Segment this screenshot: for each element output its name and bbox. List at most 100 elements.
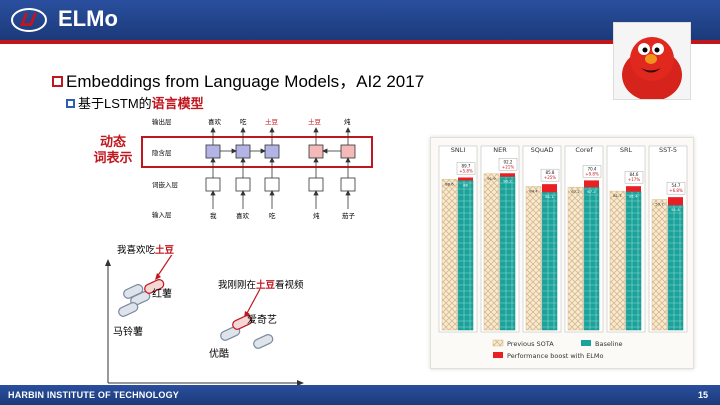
- input-word: 我: [210, 211, 217, 220]
- y-axis-arrow-icon: [105, 259, 111, 266]
- sota-value-label: 67.2: [571, 189, 580, 194]
- output-word: 炖: [344, 117, 351, 126]
- bar-baseline: [667, 204, 684, 331]
- word-malingshu: 马铃薯: [113, 327, 143, 338]
- bullet-main-text: Embeddings from Language Models，AI2 2017: [66, 72, 425, 91]
- hidden-cells: [205, 144, 356, 159]
- legend-label-elmo: Performance boost with ELMo: [507, 352, 604, 360]
- header-stripe: [0, 40, 720, 44]
- input-word: 茄子: [342, 211, 356, 220]
- annotation-box: [456, 162, 476, 175]
- sota-value-label: 53.7: [655, 202, 664, 207]
- row-label-input: 输入层: [152, 210, 172, 219]
- chart-category-label: SQuAD: [531, 146, 554, 154]
- elmo-portrait: [613, 22, 691, 101]
- sentence1-prefix: 我喜欢吃: [117, 245, 156, 256]
- row-label-output: 输出层: [152, 117, 172, 126]
- annotation-box: [498, 158, 518, 171]
- sota-value-label: 88.6: [445, 181, 454, 186]
- bullet-square-icon: [52, 76, 63, 87]
- sentence2-prefix: 我刚刚在: [218, 280, 257, 291]
- annotation-box: [582, 165, 602, 178]
- bar-elmo-boost: [542, 184, 557, 193]
- annotation-box: [540, 168, 560, 182]
- chart-category-label: SST-5: [659, 146, 677, 154]
- baseline-value-label: 81.4: [629, 194, 638, 199]
- row-label-embedding: 词嵌入层: [152, 181, 179, 189]
- annotation-value: 54.7: [672, 183, 681, 188]
- baseline-value-label: 88: [463, 182, 468, 187]
- word-aiqiyi: 爱奇艺: [247, 315, 277, 326]
- chart-category-label: NER: [493, 146, 507, 154]
- output-word: 喜欢: [208, 117, 222, 126]
- annotation-gain: +21%: [502, 164, 514, 169]
- annotation-box: [666, 181, 686, 195]
- bar-elmo-boost: [668, 197, 683, 206]
- institute-name: HARBIN INSTITUTE OF TECHNOLOGY: [8, 390, 179, 400]
- annotation-gain: +17%: [628, 177, 640, 182]
- bullet-sub: 基于LSTM的语言模型: [66, 93, 204, 112]
- annotation-box: [624, 170, 644, 184]
- slide-title: ELMo: [58, 6, 118, 31]
- bar-previous-sota: [441, 179, 458, 331]
- bullet-main: Embeddings from Language Models，AI2 2017: [52, 67, 424, 92]
- annotation-gain: +25%: [544, 175, 556, 180]
- arrow-to-food-cluster: [156, 255, 173, 278]
- video-cluster-icon: [220, 315, 274, 349]
- annotation-gain: +9.8%: [585, 171, 599, 176]
- sentence2-suffix: 看视频: [275, 280, 304, 291]
- annotation-gain: +5.8%: [459, 169, 473, 174]
- sota-value-label: 81.7: [613, 193, 622, 198]
- bar-elmo-boost: [584, 180, 599, 188]
- annotation-value: 84.6: [630, 172, 639, 177]
- bar-previous-sota: [483, 173, 500, 331]
- elmo-image-icon: [614, 23, 690, 101]
- bar-baseline: [499, 176, 516, 331]
- bar-baseline: [625, 191, 642, 331]
- dynamic-label-line2: 词表示: [93, 150, 133, 165]
- legend-swatch-elmo: [493, 352, 503, 358]
- embedding-cells: [205, 177, 356, 192]
- chart-category-label: SRL: [620, 146, 633, 154]
- food-cluster-icon: [118, 279, 165, 317]
- annotation-value: 85.8: [546, 170, 555, 175]
- lstm-diagram: 动态 词表示 输出层 隐含层 词嵌入层 输入层 喜欢 吃 土豆 土豆 炖: [90, 112, 380, 227]
- legend-swatch-sota: [492, 339, 504, 347]
- input-word: 吃: [269, 211, 276, 220]
- bar-baseline: [457, 180, 474, 331]
- example-sentence-2: 我刚刚在土豆看视频: [218, 277, 304, 291]
- bar-previous-sota: [609, 190, 626, 331]
- recurrent-arrows: [220, 148, 341, 154]
- sentence2-highlight: 土豆: [256, 280, 276, 291]
- chart-category-label: SNLI: [451, 146, 466, 154]
- annotation-gain: +6.8%: [669, 188, 683, 193]
- dynamic-label-line1: 动态: [99, 134, 126, 149]
- bar-baseline: [583, 186, 600, 331]
- bar-previous-sota: [651, 199, 668, 331]
- baseline-value-label: 51.4: [671, 207, 680, 212]
- example-sentence-1: 我喜欢吃土豆: [117, 242, 174, 256]
- row-label-hidden: 隐含层: [152, 148, 172, 157]
- chart-category-label: Coref: [575, 146, 593, 154]
- slide-header: ELMo: [0, 0, 720, 40]
- annotation-value: 89.7: [462, 164, 471, 169]
- page-number: 15: [697, 390, 708, 400]
- x-axis-arrow-icon: [297, 380, 304, 385]
- bar-baseline: [541, 191, 558, 331]
- sentence1-highlight: 土豆: [155, 245, 175, 256]
- sub-bullet-square-icon: [66, 99, 75, 108]
- lstm-diagram-svg: 输出层 隐含层 词嵌入层 输入层 喜欢 吃 土豆 土豆 炖: [141, 117, 373, 220]
- slide-footer: HARBIN INSTITUTE OF TECHNOLOGY 15: [0, 385, 720, 405]
- hit-logo-icon: [11, 8, 47, 32]
- output-word: 土豆: [265, 117, 279, 126]
- bar-previous-sota: [567, 186, 584, 331]
- bar-elmo-boost: [500, 173, 515, 177]
- output-word: 吃: [240, 117, 247, 126]
- bar-elmo-boost: [626, 186, 641, 192]
- word-youku: 优酷: [209, 349, 229, 360]
- dynamic-representation-label: 动态 词表示: [90, 134, 136, 166]
- bullet-sub-prefix: 基于LSTM的: [78, 96, 152, 111]
- legend-label-baseline: Baseline: [595, 340, 623, 348]
